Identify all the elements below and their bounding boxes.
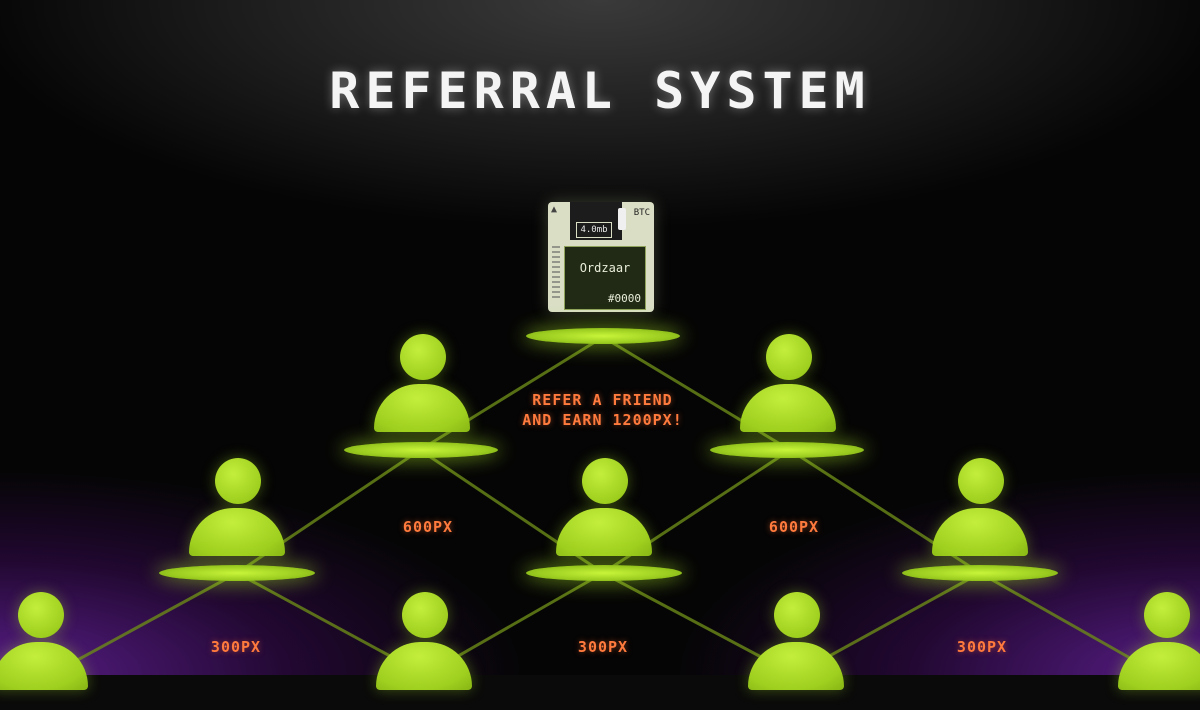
person-icon (189, 458, 285, 576)
cta-line-2: AND EARN 1200PX! (522, 411, 683, 429)
floppy-tag: BTC (633, 208, 650, 218)
referral-cta: REFER A FRIEND AND EARN 1200PX! (495, 390, 710, 430)
platform (159, 565, 315, 581)
floppy-number: #0000 (607, 292, 641, 305)
reward-label-600-left: 600PX (402, 518, 454, 536)
root-platform (526, 328, 680, 344)
reward-label-300-left: 300PX (210, 638, 262, 656)
floppy-disk-icon: ▲ 4.0mb BTC Ordzaar #0000 (548, 202, 654, 312)
floppy-shutter (570, 202, 622, 240)
platform (344, 442, 498, 458)
person-icon (748, 592, 844, 710)
floppy-slot (618, 208, 626, 230)
floppy-brand: Ordzaar (579, 261, 631, 275)
person-icon (374, 334, 470, 452)
floppy-side-text (552, 246, 560, 298)
person-icon (376, 592, 472, 710)
floppy-capacity: 4.0mb (576, 222, 612, 238)
floppy-label: Ordzaar #0000 (564, 246, 646, 310)
cta-line-1: REFER A FRIEND (532, 391, 673, 409)
reward-label-300-right: 300PX (956, 638, 1008, 656)
page-title: REFERRAL SYSTEM (329, 62, 871, 120)
person-icon (556, 458, 652, 576)
platform (526, 565, 682, 581)
platform (710, 442, 864, 458)
reward-label-300-center: 300PX (577, 638, 629, 656)
person-icon (1118, 592, 1200, 710)
arrow-up-icon: ▲ (551, 204, 558, 215)
person-icon (0, 592, 88, 710)
person-icon (932, 458, 1028, 576)
person-icon (740, 334, 836, 452)
platform (902, 565, 1058, 581)
reward-label-600-right: 600PX (768, 518, 820, 536)
